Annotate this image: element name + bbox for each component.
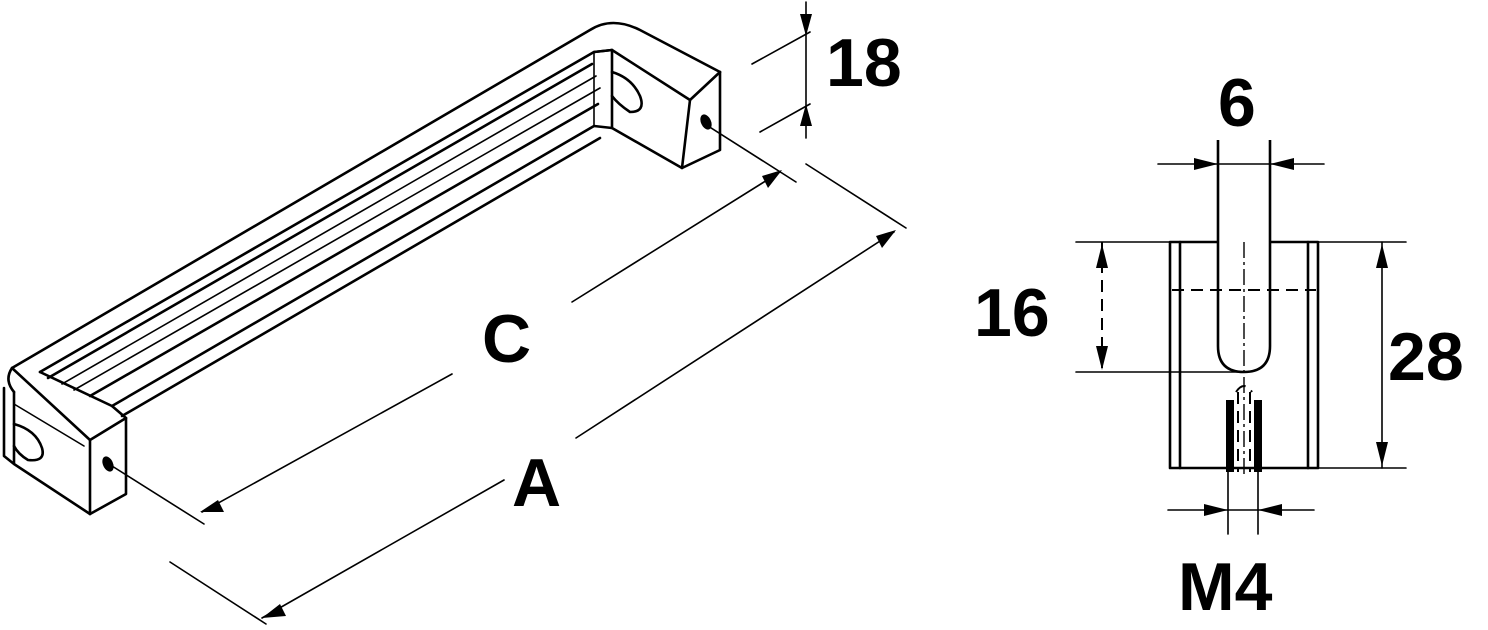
dim-6-arrow-right bbox=[1270, 158, 1294, 170]
handle-section-view bbox=[1168, 140, 1320, 476]
handle-groove-line-1 bbox=[61, 75, 597, 385]
handle-rail-edge-3 bbox=[88, 102, 600, 398]
dim-C-arrow-left bbox=[200, 500, 224, 512]
handle-far-leg-top bbox=[592, 48, 722, 102]
dimension-A: A bbox=[169, 163, 907, 625]
dim-A-line-lower bbox=[261, 479, 505, 619]
dim-A-label: A bbox=[512, 445, 561, 521]
dim-C-line-lower bbox=[201, 373, 453, 513]
thread-right bbox=[1254, 400, 1262, 472]
dim-16-arrow-bottom bbox=[1096, 346, 1108, 370]
dim-A-line-upper bbox=[575, 231, 895, 439]
handle-near-leg-side bbox=[2, 386, 92, 516]
dim-18-ext-bottom bbox=[759, 103, 811, 133]
dimension-M4: M4 bbox=[1167, 471, 1315, 625]
handle-near-leg-thread-hole bbox=[102, 456, 114, 472]
dim-C-ext-right bbox=[707, 125, 797, 183]
dim-28-arrow-bottom bbox=[1376, 442, 1388, 466]
dimension-6: 6 bbox=[1157, 65, 1325, 170]
handle-isometric-view bbox=[2, 21, 722, 516]
dim-28-arrow-top bbox=[1376, 244, 1388, 268]
handle-rail-edge-2 bbox=[46, 62, 594, 380]
handle-rail-bottom bbox=[120, 136, 602, 418]
dim-16-arrow-top bbox=[1096, 244, 1108, 268]
thread-top bbox=[1235, 385, 1253, 393]
dim-M4-arrow-left bbox=[1204, 504, 1228, 516]
dimension-28: 28 bbox=[1317, 241, 1464, 469]
dim-C-arrow-right bbox=[762, 170, 782, 188]
dimension-16: 16 bbox=[974, 241, 1245, 373]
handle-near-leg-top bbox=[10, 366, 128, 442]
dim-28-label: 28 bbox=[1388, 319, 1464, 395]
dim-18-ext-top bbox=[751, 31, 811, 65]
dim-C-line-upper bbox=[571, 171, 781, 303]
dim-A-arrow-left bbox=[262, 604, 286, 618]
dim-C-ext-left bbox=[111, 465, 205, 525]
dim-M4-arrow-right bbox=[1258, 504, 1282, 516]
section-thread bbox=[1226, 385, 1262, 472]
dim-18-arrow-bottom bbox=[800, 104, 812, 126]
handle-groove-line-2 bbox=[73, 87, 601, 391]
dimension-18: 18 bbox=[751, 1, 902, 139]
handle-near-leg-notch bbox=[12, 422, 44, 462]
dim-A-arrow-right bbox=[876, 230, 896, 248]
dimension-C: C bbox=[111, 125, 797, 525]
handle-top-rail-outer bbox=[7, 21, 722, 394]
dim-A-ext-left bbox=[169, 561, 267, 625]
handle-far-leg-side bbox=[610, 48, 684, 170]
dim-A-ext-right bbox=[805, 163, 907, 229]
handle-far-leg-notch bbox=[610, 70, 643, 114]
dim-6-arrow-left bbox=[1194, 158, 1218, 170]
dim-M4-label: M4 bbox=[1178, 549, 1273, 625]
dim-6-label: 6 bbox=[1218, 65, 1256, 141]
dim-16-label: 16 bbox=[974, 275, 1050, 351]
dim-18-label: 18 bbox=[826, 25, 902, 101]
dim-18-arrow-top bbox=[800, 14, 812, 36]
dim-C-label: C bbox=[482, 301, 531, 377]
handle-far-leg-front bbox=[680, 70, 722, 170]
handle-near-leg-edge bbox=[13, 403, 85, 447]
thread-left bbox=[1226, 400, 1234, 472]
